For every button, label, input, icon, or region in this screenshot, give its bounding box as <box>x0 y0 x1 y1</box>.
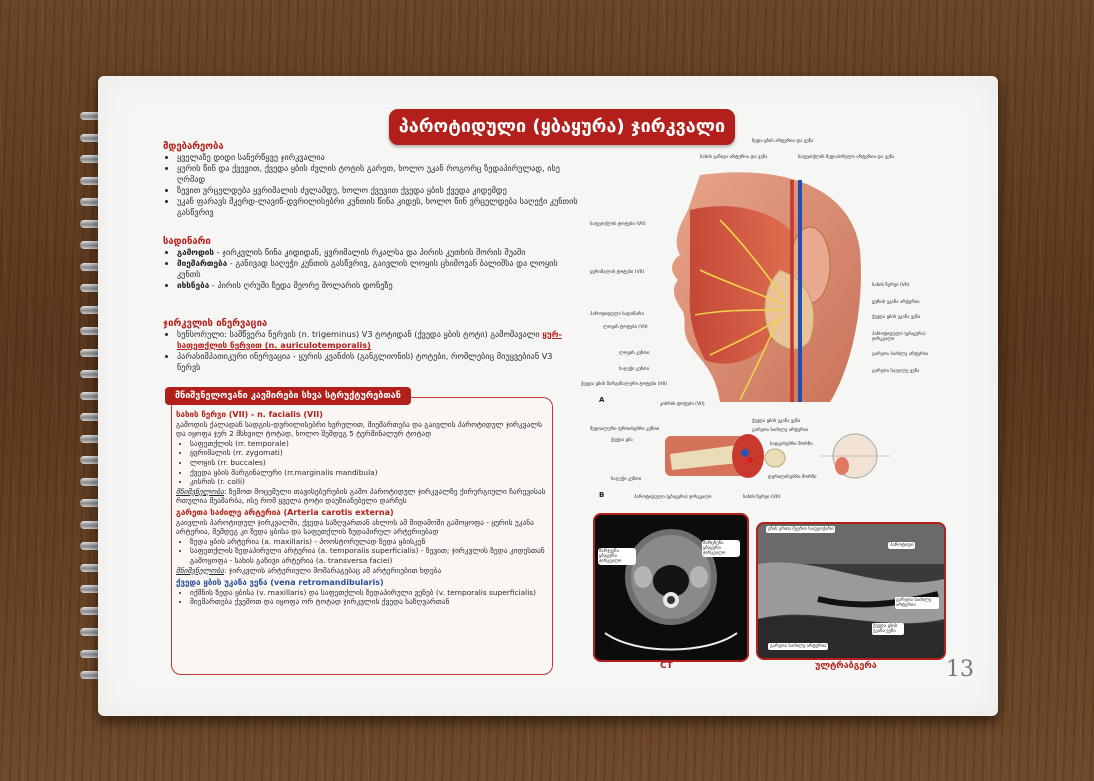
ct-label-left: მარჯვენა ყბაყურა ჯირკვალი <box>598 548 636 565</box>
carotid-title: გარეთა საძილე არტერია (Arteria carotis e… <box>176 507 394 517</box>
innervation-heading: ჯირკვლის ინერვაცია <box>163 318 268 329</box>
figure-label: საღეჭი კუნთი <box>611 477 642 482</box>
figure-label: სადგისებრი მორჩი <box>770 442 813 447</box>
figure-label: ქვედა ყბა <box>611 438 633 443</box>
list-item: უკან ფარავს მკერდ-ლავიწ-დვრილისებრი კუნთ… <box>177 196 583 218</box>
panel-b-label: B <box>599 491 605 499</box>
list-item: გამოდის - ჯირკვლის წინა კიდიდან, ყვრიმალ… <box>177 247 573 258</box>
innervation-text: სენსორული: სამწვერა ნერვის (n. trigeminu… <box>177 329 540 339</box>
cross-section-drawing <box>665 433 890 479</box>
duct-list: გამოდის - ჯირკვლის წინა კიდიდან, ყვრიმალ… <box>163 247 573 291</box>
term-text: განივად საღეჭი კუნთის გასწვრივ, გაივლის … <box>177 258 558 279</box>
vein-title: ქვედა ყბის უკანა ვენა (vena retromandibu… <box>176 578 384 588</box>
carotid-list: ზედა ყბის არტერია (a. maxillaris) - პოოს… <box>176 537 546 566</box>
face-anatomy-drawing <box>672 172 861 402</box>
figure-label: სახის განივი არტერია და ვენა <box>700 155 768 160</box>
list-item: საფეთქლის (rr. temporale) <box>190 439 546 449</box>
figure-label: საფეთქლის ტოტები (VII) <box>590 222 646 227</box>
innervation-section: ჯირკვლის ინერვაცია სენსორული: სამწვერა ნ… <box>163 318 573 373</box>
us-top-label: ეზის ერთი შეერთ საფეთქარი <box>766 526 836 533</box>
note-text: : ზემოთ მოცემული თავისებურების გამო პარო… <box>176 486 546 506</box>
list-item: ყველაზე დიდი სანერწყვე ჯირკვალია <box>177 152 583 163</box>
figure-label: პაროტიდული (ყბაყურა) ჯირკვალი <box>634 495 712 500</box>
figure-label: გარეთა საძილე არტერია <box>752 428 809 433</box>
ct-image <box>593 513 749 662</box>
list-item: ყვრიმალის (rr. zygomati) <box>190 448 546 458</box>
panel-a-label: A <box>599 396 605 404</box>
list-item: პარასიმპათიკური ინერვაცია - ყურის კვანძი… <box>177 351 573 373</box>
figure-label: ყვრიმალის ტოტები (VII) <box>590 270 645 275</box>
page-number: 13 <box>946 657 974 682</box>
carotid-text: გაივლის პაროტიდულ ჯირკვალში, ქვედა საზღვ… <box>176 517 534 537</box>
ct-scan-drawing <box>604 529 738 651</box>
term: გამოდის <box>177 247 215 257</box>
innervation-list: სენსორული: სამწვერა ნერვის (n. trigeminu… <box>163 329 573 373</box>
list-item: იხსნება - პირის ღრუში ზედა მეორე მოლარის… <box>177 280 573 291</box>
us-label: გარეთა საძილე არტერია <box>768 643 829 650</box>
list-item: ყურის წინ და ქვევით, ქვედა ყბის ძვლის ტო… <box>177 163 583 185</box>
term-text: ჯირკვლის წინა კიდიდან, ყვრიმალის რკალსა … <box>222 247 526 257</box>
location-heading: მდებარეობა <box>163 141 224 152</box>
us-caption: ულტრაბგერა <box>815 661 877 671</box>
facial-note: მნიშვნელობა: ზემოთ მოცემული თავისებურები… <box>176 487 546 506</box>
figure-label: ლოყის ტოტები (VII) <box>603 325 648 330</box>
figure-label: პაროტიდული (ყბაყურა) ჯირკვალი <box>872 332 926 342</box>
note-label: მნიშვნელობა <box>176 565 225 575</box>
page-title: პაროტიდული (ყბაყურა) ჯირკვალი <box>389 109 735 145</box>
facial-nerve-title: სახის ნერვი (VII) - n. facialis (VII) <box>176 410 323 419</box>
auriculotemporal-nerve: ყურ-საფეთქლის ნერვით (n. auriculotempora… <box>177 329 562 350</box>
note-text: : ჯირკვლის არტერიული მომარაგებაც ამ არტე… <box>224 565 442 575</box>
term: იხსნება <box>177 280 210 290</box>
figure-label: პაროტიდული სადინარი <box>590 312 644 317</box>
location-list: ყველაზე დიდი სანერწყვე ჯირკვალია ყურის წ… <box>163 152 583 218</box>
list-item: მიემართება - განივად საღეჭი კუნთის გასწვ… <box>177 258 573 280</box>
carotid-note: მნიშვნელობა: ჯირკვლის არტერიული მომარაგე… <box>176 566 546 576</box>
ultrasound-drawing <box>758 524 944 658</box>
facial-nerve-text: გამოდის ქალადან სადგის-დვრილისებრი ხვრელ… <box>176 419 542 439</box>
list-item: ზევით ვრცელდება ყვრიმალის ძვლამდე, ხოლო … <box>177 185 583 196</box>
list-item: სენსორული: სამწვერა ნერვის (n. trigeminu… <box>177 329 573 351</box>
figure-label: კისრის ტოტები (VII) <box>660 402 705 407</box>
figure-label: გარეთა საძილე არტერია <box>872 352 929 357</box>
list-item: კისრის (r. colli) <box>190 477 546 487</box>
ultrasound-image <box>756 522 946 660</box>
vein-list: იქმნის ზედა ყბისა (v. maxillaris) და საფ… <box>176 588 546 607</box>
figure-a-illustration <box>660 170 870 402</box>
note-label: მნიშვნელობა <box>176 486 225 496</box>
us-label: პაროტიდი <box>888 542 916 549</box>
figure-label: საფეთქლის ზედაპირული არტერია და ვენა <box>798 155 895 160</box>
figure-label: ქვედა ყბის უკანა ვენა <box>752 419 801 424</box>
relations-box <box>171 397 553 675</box>
us-label: ქვედა ყბის უკანა ვენა <box>872 623 904 635</box>
us-label: გარეთა საძილე არტერია <box>895 597 939 609</box>
relations-heading: მნიშვნელოვანი კავშირები სხვა სტრუქტურებთ… <box>165 387 411 405</box>
list-item: ზედა ყბის არტერია (a. maxillaris) - პოოს… <box>190 537 546 547</box>
figure-label: ზედა ყბის არტერია და ვენა <box>752 139 814 144</box>
ct-caption: CT <box>660 661 673 671</box>
term-text: პირის ღრუში ზედა მეორე მოლარის დონეზე <box>217 280 393 290</box>
term: მიემართება <box>177 258 228 268</box>
figure-label: დვრილისებრი მორჩი <box>768 475 817 480</box>
figure-label: ლოყის კუნთი <box>619 351 650 356</box>
figure-label: ქვედა ყბის უკანა ვენა <box>872 315 921 320</box>
list-item: მიემართება ქვემოთ და იყოფა ორ ტოტად ჯირკ… <box>190 597 546 607</box>
facial-branches-list: საფეთქლის (rr. temporale) ყვრიმალის (rr.… <box>176 439 546 487</box>
figure-label: სახის ნერვი (VII) <box>743 495 781 500</box>
list-item: ლოყის (rr. buccales) <box>190 458 546 468</box>
duct-heading: სადინარი <box>163 236 211 247</box>
figure-b-cross-section <box>660 418 890 490</box>
figure-label: საღეჭი კუნთი <box>619 367 650 372</box>
ct-label-right: მარცხენა ყბაყურა ჯირკვალი <box>702 540 740 557</box>
list-item: იქმნის ზედა ყბისა (v. maxillaris) და საფ… <box>190 588 546 598</box>
list-item: ქვედა ყბის მარგინალური (rr.marginalis ma… <box>190 468 546 478</box>
figure-label: გარეთა საუღლე ვენა <box>872 369 920 374</box>
list-item: საფეთქლის ზედაპირული არტერია (a. tempora… <box>190 546 546 565</box>
figure-label: სახის ნერვი (VII) <box>872 283 910 288</box>
figure-label: ქვედა ყბის მარგინალური ტოტები (VII) <box>581 382 668 387</box>
location-section: მდებარეობა ყველაზე დიდი სანერწყვე ჯირკვა… <box>163 141 583 218</box>
duct-section: სადინარი გამოდის - ჯირკვლის წინა კიდიდან… <box>163 236 573 291</box>
figure-label: მედიალური ფრთისებრი კუნთი <box>590 427 660 432</box>
figure-label: ყურის უკანა არტერია <box>872 300 920 305</box>
relations-content: სახის ნერვი (VII) - n. facialis (VII) გა… <box>176 410 546 607</box>
